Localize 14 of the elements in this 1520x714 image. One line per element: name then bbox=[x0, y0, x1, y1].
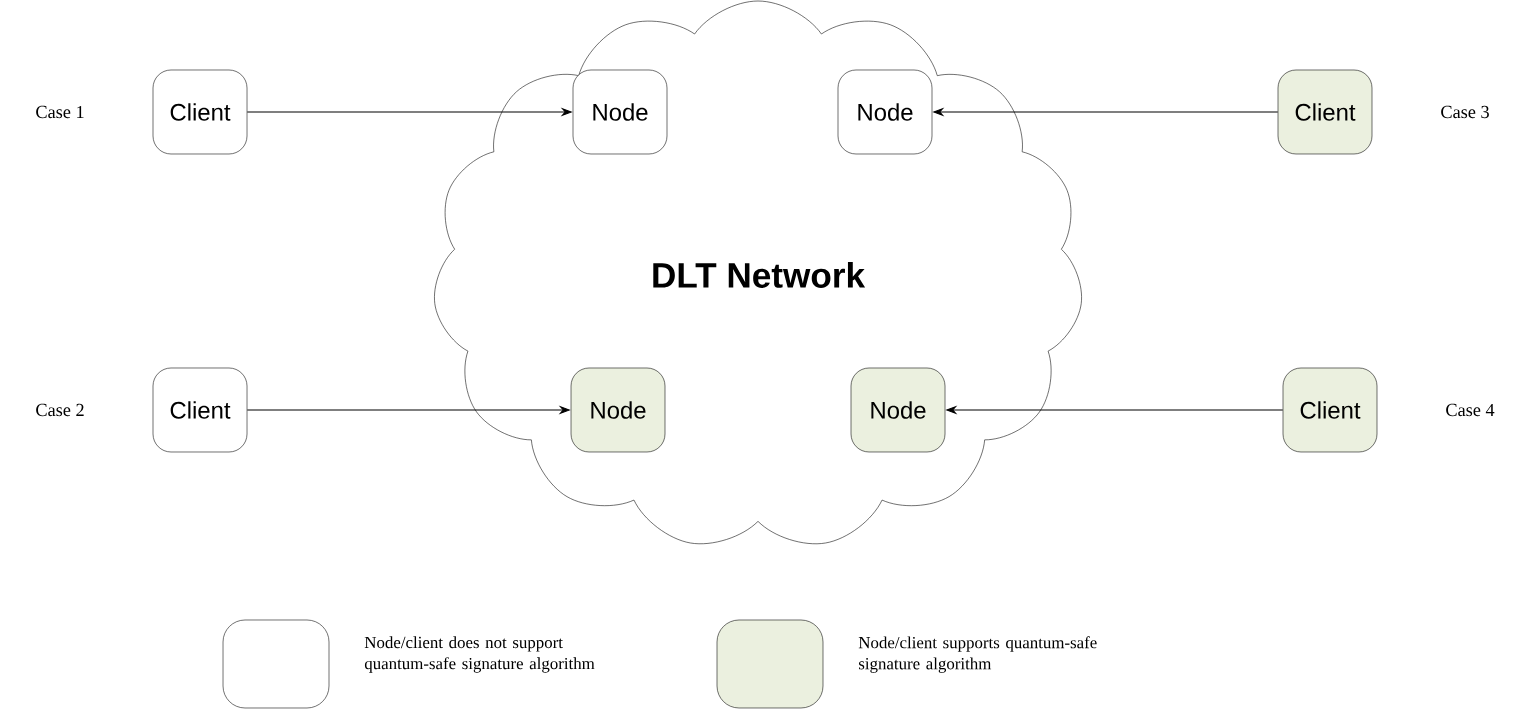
case-label: Case 3 bbox=[1441, 105, 1489, 119]
case-label: Case 4 bbox=[1446, 403, 1495, 417]
client-box: Client bbox=[1282, 367, 1378, 453]
client-box: Client bbox=[1277, 69, 1373, 155]
case-label: Case 2 bbox=[36, 403, 84, 417]
node-box: Node bbox=[570, 367, 666, 453]
node-box: Node bbox=[572, 69, 668, 155]
client-box: Client bbox=[152, 69, 248, 155]
legend-text: Node/client supports quantum-safe signature algorithm bbox=[858, 636, 1097, 673]
node-box: Node bbox=[837, 69, 933, 155]
node-box: Node bbox=[850, 367, 946, 453]
client-box: Client bbox=[152, 367, 248, 453]
legend-text: Node/client does not support quantum-safe signature algorithm bbox=[364, 636, 595, 673]
case-label: Case 1 bbox=[36, 105, 84, 119]
